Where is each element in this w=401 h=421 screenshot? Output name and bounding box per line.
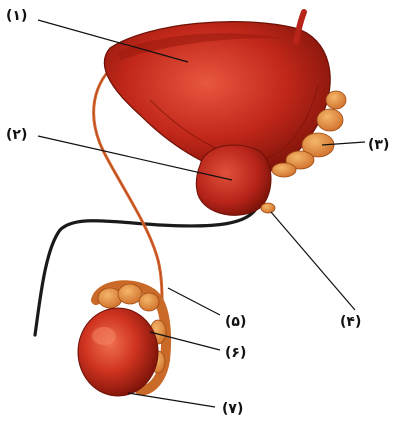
- label-2: (۲): [6, 127, 27, 143]
- label-4: (۴): [340, 314, 361, 330]
- label-6: (۶): [225, 345, 246, 361]
- testis: [78, 308, 158, 396]
- label-3: (۳): [368, 137, 389, 153]
- prostate: [196, 145, 271, 215]
- label-5: (۵): [225, 314, 246, 330]
- leader-line-7: [128, 393, 215, 407]
- label-1: (۱): [6, 8, 27, 24]
- bulbourethral-gland: [261, 203, 275, 213]
- testis-highlight: [92, 327, 116, 345]
- label-7: (۷): [222, 401, 243, 417]
- leader-line-4: [271, 212, 355, 310]
- leader-line-5: [168, 288, 220, 315]
